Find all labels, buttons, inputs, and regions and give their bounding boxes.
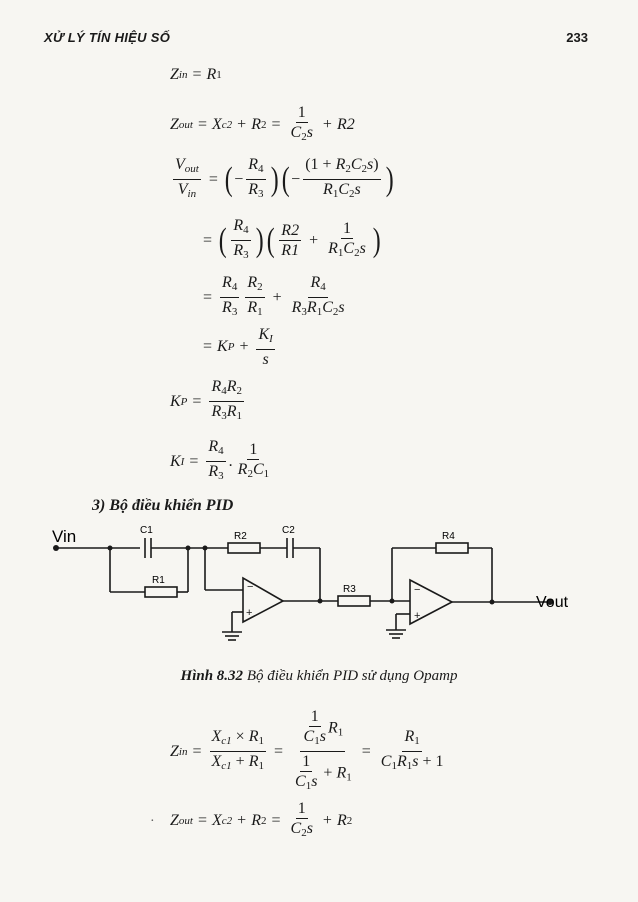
label-vout: Vout [536,594,569,611]
page-number: 233 [566,30,588,45]
opamp1-minus-sign: − [247,581,253,593]
running-header-title: XỬ LÝ TÍN HIỆU SỐ [44,30,171,45]
label-vin: Vin [52,527,76,546]
label-c1: C1 [140,525,153,536]
pid-circuit-diagram: − + − + Vin Vout C1 C2 R1 R2 R3 R4 [52,525,569,641]
opamp2-plus-sign: + [414,610,420,622]
label-c2: C2 [282,525,295,536]
stray-dot-mark: · [150,814,155,829]
opamp1-plus-sign: + [246,607,252,619]
figure-caption: Hình 8.32 Bộ điều khiển PID sử dụng Opam… [0,668,638,685]
label-r1: R1 [152,575,165,586]
figure-caption-text: Bộ điều khiển PID sử dụng Opamp [246,668,458,684]
section-heading: 3) Bộ điều khiển PID [92,497,234,514]
figure-caption-label: Hình 8.32 [180,668,244,684]
label-r2: R2 [234,531,247,542]
opamp2-minus-sign: − [414,584,420,596]
label-r3: R3 [343,584,356,595]
label-r4: R4 [442,531,455,542]
